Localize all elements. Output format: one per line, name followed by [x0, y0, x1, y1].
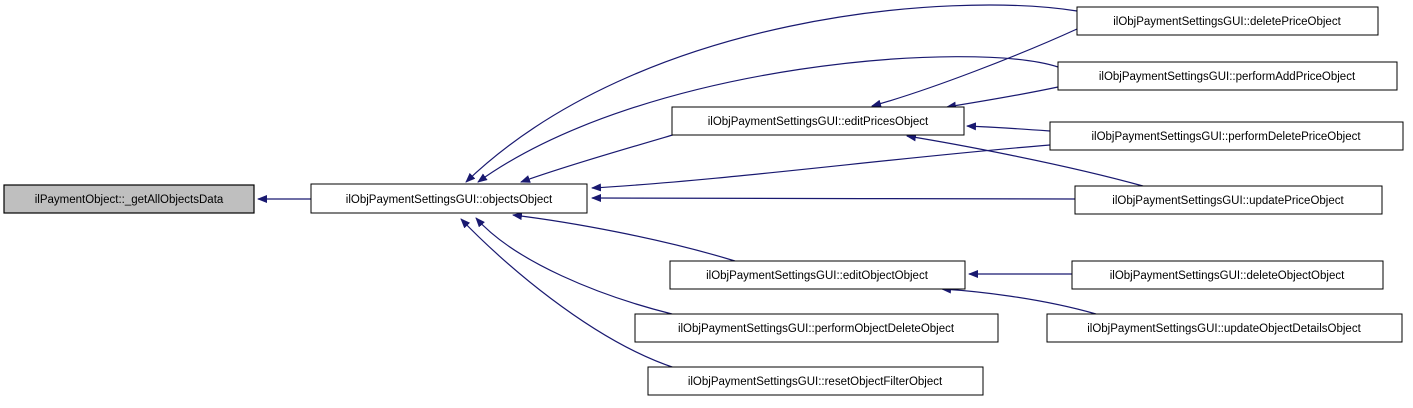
node-box-editPricesObject: [671, 106, 965, 136]
node-label-performDeletePriceObject: ilObjPaymentSettingsGUI::performDeletePr…: [1091, 131, 1361, 143]
node-performAddPriceObject[interactable]: ilObjPaymentSettingsGUI::performAddPrice…: [1057, 61, 1398, 91]
node-updateObjectDetailsObject[interactable]: ilObjPaymentSettingsGUI::updateObjectDet…: [1046, 313, 1403, 343]
edge-updatePriceObject-to-objectsObject: [591, 194, 1076, 203]
edge-editPricesObject-to-objectsObject: [520, 133, 677, 183]
node-performObjectDeleteObject[interactable]: ilObjPaymentSettingsGUI::performObjectDe…: [634, 313, 999, 343]
node-box-getAllObjectsData: [3, 184, 255, 214]
node-editPricesObject[interactable]: ilObjPaymentSettingsGUI::editPricesObjec…: [671, 106, 965, 136]
node-label-getAllObjectsData: ilPaymentObject::_getAllObjectsData: [35, 194, 224, 206]
node-resetObjectFilterObject[interactable]: ilObjPaymentSettingsGUI::resetObjectFilt…: [647, 366, 984, 396]
node-box-deleteObjectObject: [1071, 260, 1384, 290]
node-label-editPricesObject: ilObjPaymentSettingsGUI::editPricesObjec…: [708, 116, 929, 128]
edge-performAddPriceObject-to-editPricesObject: [946, 86, 1059, 110]
node-box-deletePriceObject: [1076, 6, 1379, 36]
node-box-updateObjectDetailsObject: [1046, 313, 1403, 343]
node-box-updatePriceObject: [1074, 185, 1383, 215]
node-label-updateObjectDetailsObject: ilObjPaymentSettingsGUI::updateObjectDet…: [1087, 323, 1361, 335]
node-deletePriceObject[interactable]: ilObjPaymentSettingsGUI::deletePriceObje…: [1076, 6, 1379, 36]
edge-updatePriceObject-to-editPricesObject: [906, 133, 1144, 187]
node-box-performObjectDeleteObject: [634, 313, 999, 343]
node-label-deletePriceObject: ilObjPaymentSettingsGUI::deletePriceObje…: [1113, 16, 1341, 28]
edge-performAddPriceObject-to-objectsObject: [477, 56, 1059, 183]
edge-performDeletePriceObject-to-editPricesObject: [966, 122, 1051, 132]
node-box-resetObjectFilterObject: [647, 366, 984, 396]
node-label-resetObjectFilterObject: ilObjPaymentSettingsGUI::resetObjectFilt…: [688, 376, 943, 388]
node-getAllObjectsData[interactable]: ilPaymentObject::_getAllObjectsData: [3, 184, 255, 214]
node-label-performAddPriceObject: ilObjPaymentSettingsGUI::performAddPrice…: [1099, 71, 1356, 83]
node-label-editObjectObject: ilObjPaymentSettingsGUI::editObjectObjec…: [706, 270, 929, 282]
node-box-performAddPriceObject: [1057, 61, 1398, 91]
edge-deletePriceObject-to-objectsObject: [465, 4, 1078, 183]
node-label-performObjectDeleteObject: ilObjPaymentSettingsGUI::performObjectDe…: [678, 323, 955, 335]
node-editObjectObject[interactable]: ilObjPaymentSettingsGUI::editObjectObjec…: [669, 260, 966, 290]
node-box-editObjectObject: [669, 260, 966, 290]
node-label-objectsObject: ilObjPaymentSettingsGUI::objectsObject: [346, 194, 553, 206]
node-box-performDeletePriceObject: [1049, 121, 1404, 151]
node-box-objectsObject: [310, 183, 588, 214]
edge-editObjectObject-to-objectsObject: [512, 212, 736, 262]
node-performDeletePriceObject[interactable]: ilObjPaymentSettingsGUI::performDeletePr…: [1049, 121, 1404, 151]
node-deleteObjectObject[interactable]: ilObjPaymentSettingsGUI::deleteObjectObj…: [1071, 260, 1384, 290]
node-updatePriceObject[interactable]: ilObjPaymentSettingsGUI::updatePriceObje…: [1074, 185, 1383, 215]
edge-resetObjectFilterObject-to-objectsObject: [460, 218, 676, 369]
node-objectsObject[interactable]: ilObjPaymentSettingsGUI::objectsObject: [310, 183, 588, 214]
edge-deletePriceObject-to-editPricesObject: [871, 28, 1078, 108]
edge-performObjectDeleteObject-to-objectsObject: [475, 217, 673, 315]
node-label-updatePriceObject: ilObjPaymentSettingsGUI::updatePriceObje…: [1112, 195, 1344, 207]
edge-performDeletePriceObject-to-objectsObject: [591, 144, 1051, 192]
edge-updateObjectDetailsObject-to-editObjectObject: [941, 285, 1097, 315]
node-label-deleteObjectObject: ilObjPaymentSettingsGUI::deleteObjectObj…: [1110, 270, 1345, 282]
